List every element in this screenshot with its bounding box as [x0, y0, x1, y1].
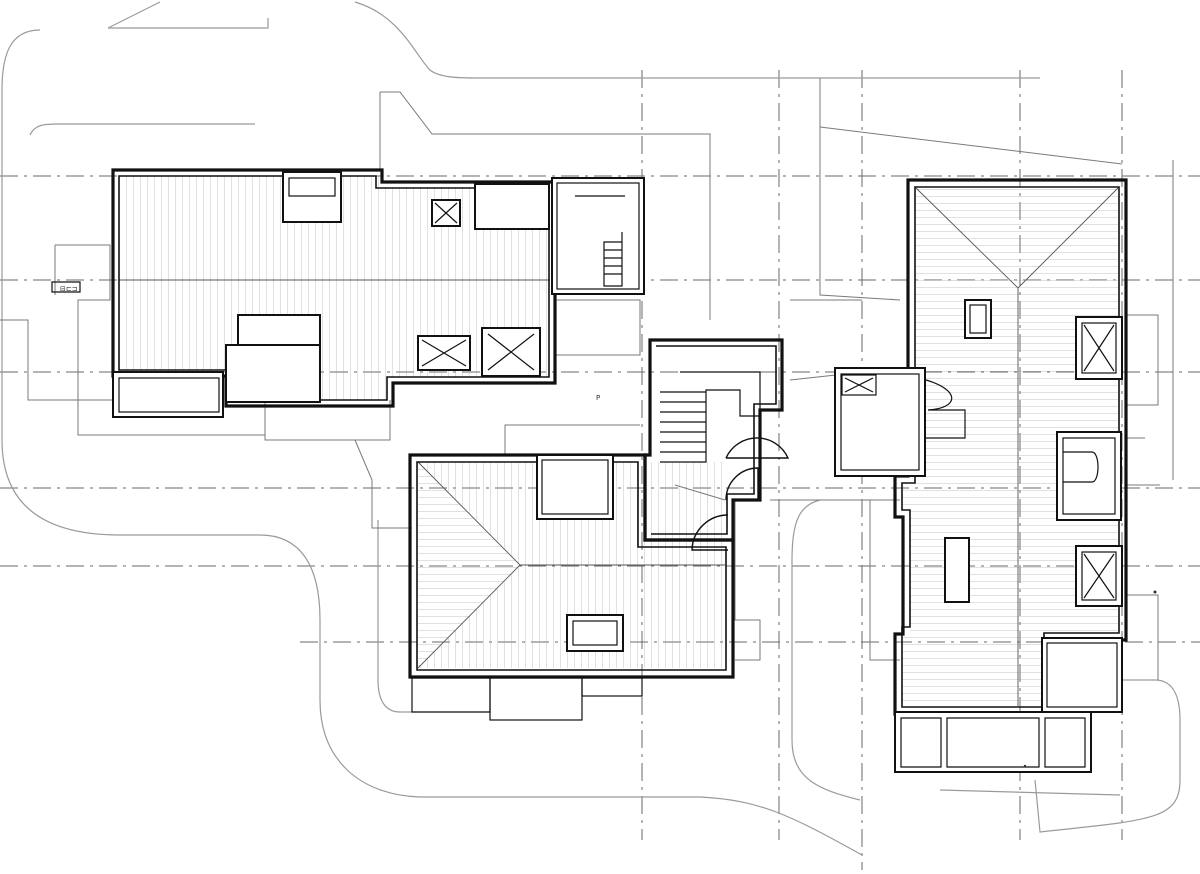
building-a-roof: ⊟⊏⊐ [51, 168, 645, 418]
building-c-roof [834, 178, 1157, 773]
stair-core: P [596, 338, 790, 551]
thin-linework [0, 78, 1174, 680]
building-b-roof [408, 453, 735, 721]
svg-text:⊟⊏⊐: ⊟⊏⊐ [60, 285, 78, 293]
stair-mark-label: P [596, 394, 600, 402]
site-outline [1, 1, 1181, 856]
